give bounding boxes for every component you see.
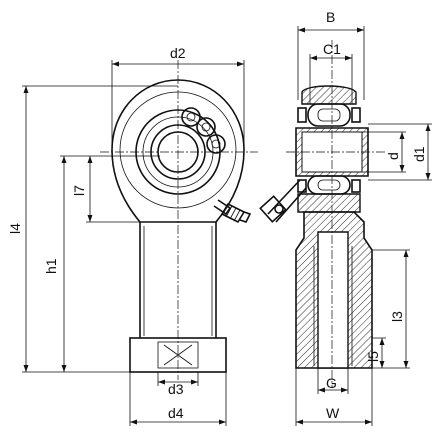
side-head-top-hatch bbox=[301, 85, 357, 105]
label-l3: l3 bbox=[389, 311, 405, 322]
label-l5: l5 bbox=[365, 351, 381, 362]
label-d4: d4 bbox=[168, 405, 184, 421]
front-view bbox=[22, 60, 258, 426]
front-shank-inner bbox=[143, 226, 213, 336]
label-l7: l7 bbox=[71, 185, 87, 196]
front-extension-lines bbox=[22, 60, 245, 426]
grease-nipple-icon bbox=[213, 199, 252, 224]
label-B: B bbox=[326, 9, 335, 25]
label-G: G bbox=[326, 375, 337, 391]
side-grease-nipple-icon bbox=[259, 179, 307, 223]
label-l4: l4 bbox=[7, 223, 23, 234]
label-h1: h1 bbox=[43, 258, 59, 274]
label-W: W bbox=[326, 405, 340, 421]
side-extension-lines bbox=[295, 26, 432, 426]
front-shank bbox=[139, 222, 217, 338]
label-d: d bbox=[385, 152, 401, 160]
label-C1: C1 bbox=[323, 41, 341, 57]
label-d3: d3 bbox=[168, 381, 184, 397]
label-d2: d2 bbox=[170, 45, 186, 61]
side-balls bbox=[297, 103, 361, 195]
bearing-balls bbox=[181, 107, 226, 154]
side-head-bottom-hatch bbox=[297, 193, 361, 213]
side-thread-bore bbox=[317, 231, 349, 369]
dimension-labels: d2 l4 h1 l7 d3 d4 B C1 d d1 l3 l5 G W bbox=[7, 9, 427, 421]
side-thread-lines bbox=[313, 246, 353, 366]
label-d1: d1 bbox=[411, 146, 427, 162]
side-view bbox=[259, 26, 432, 426]
